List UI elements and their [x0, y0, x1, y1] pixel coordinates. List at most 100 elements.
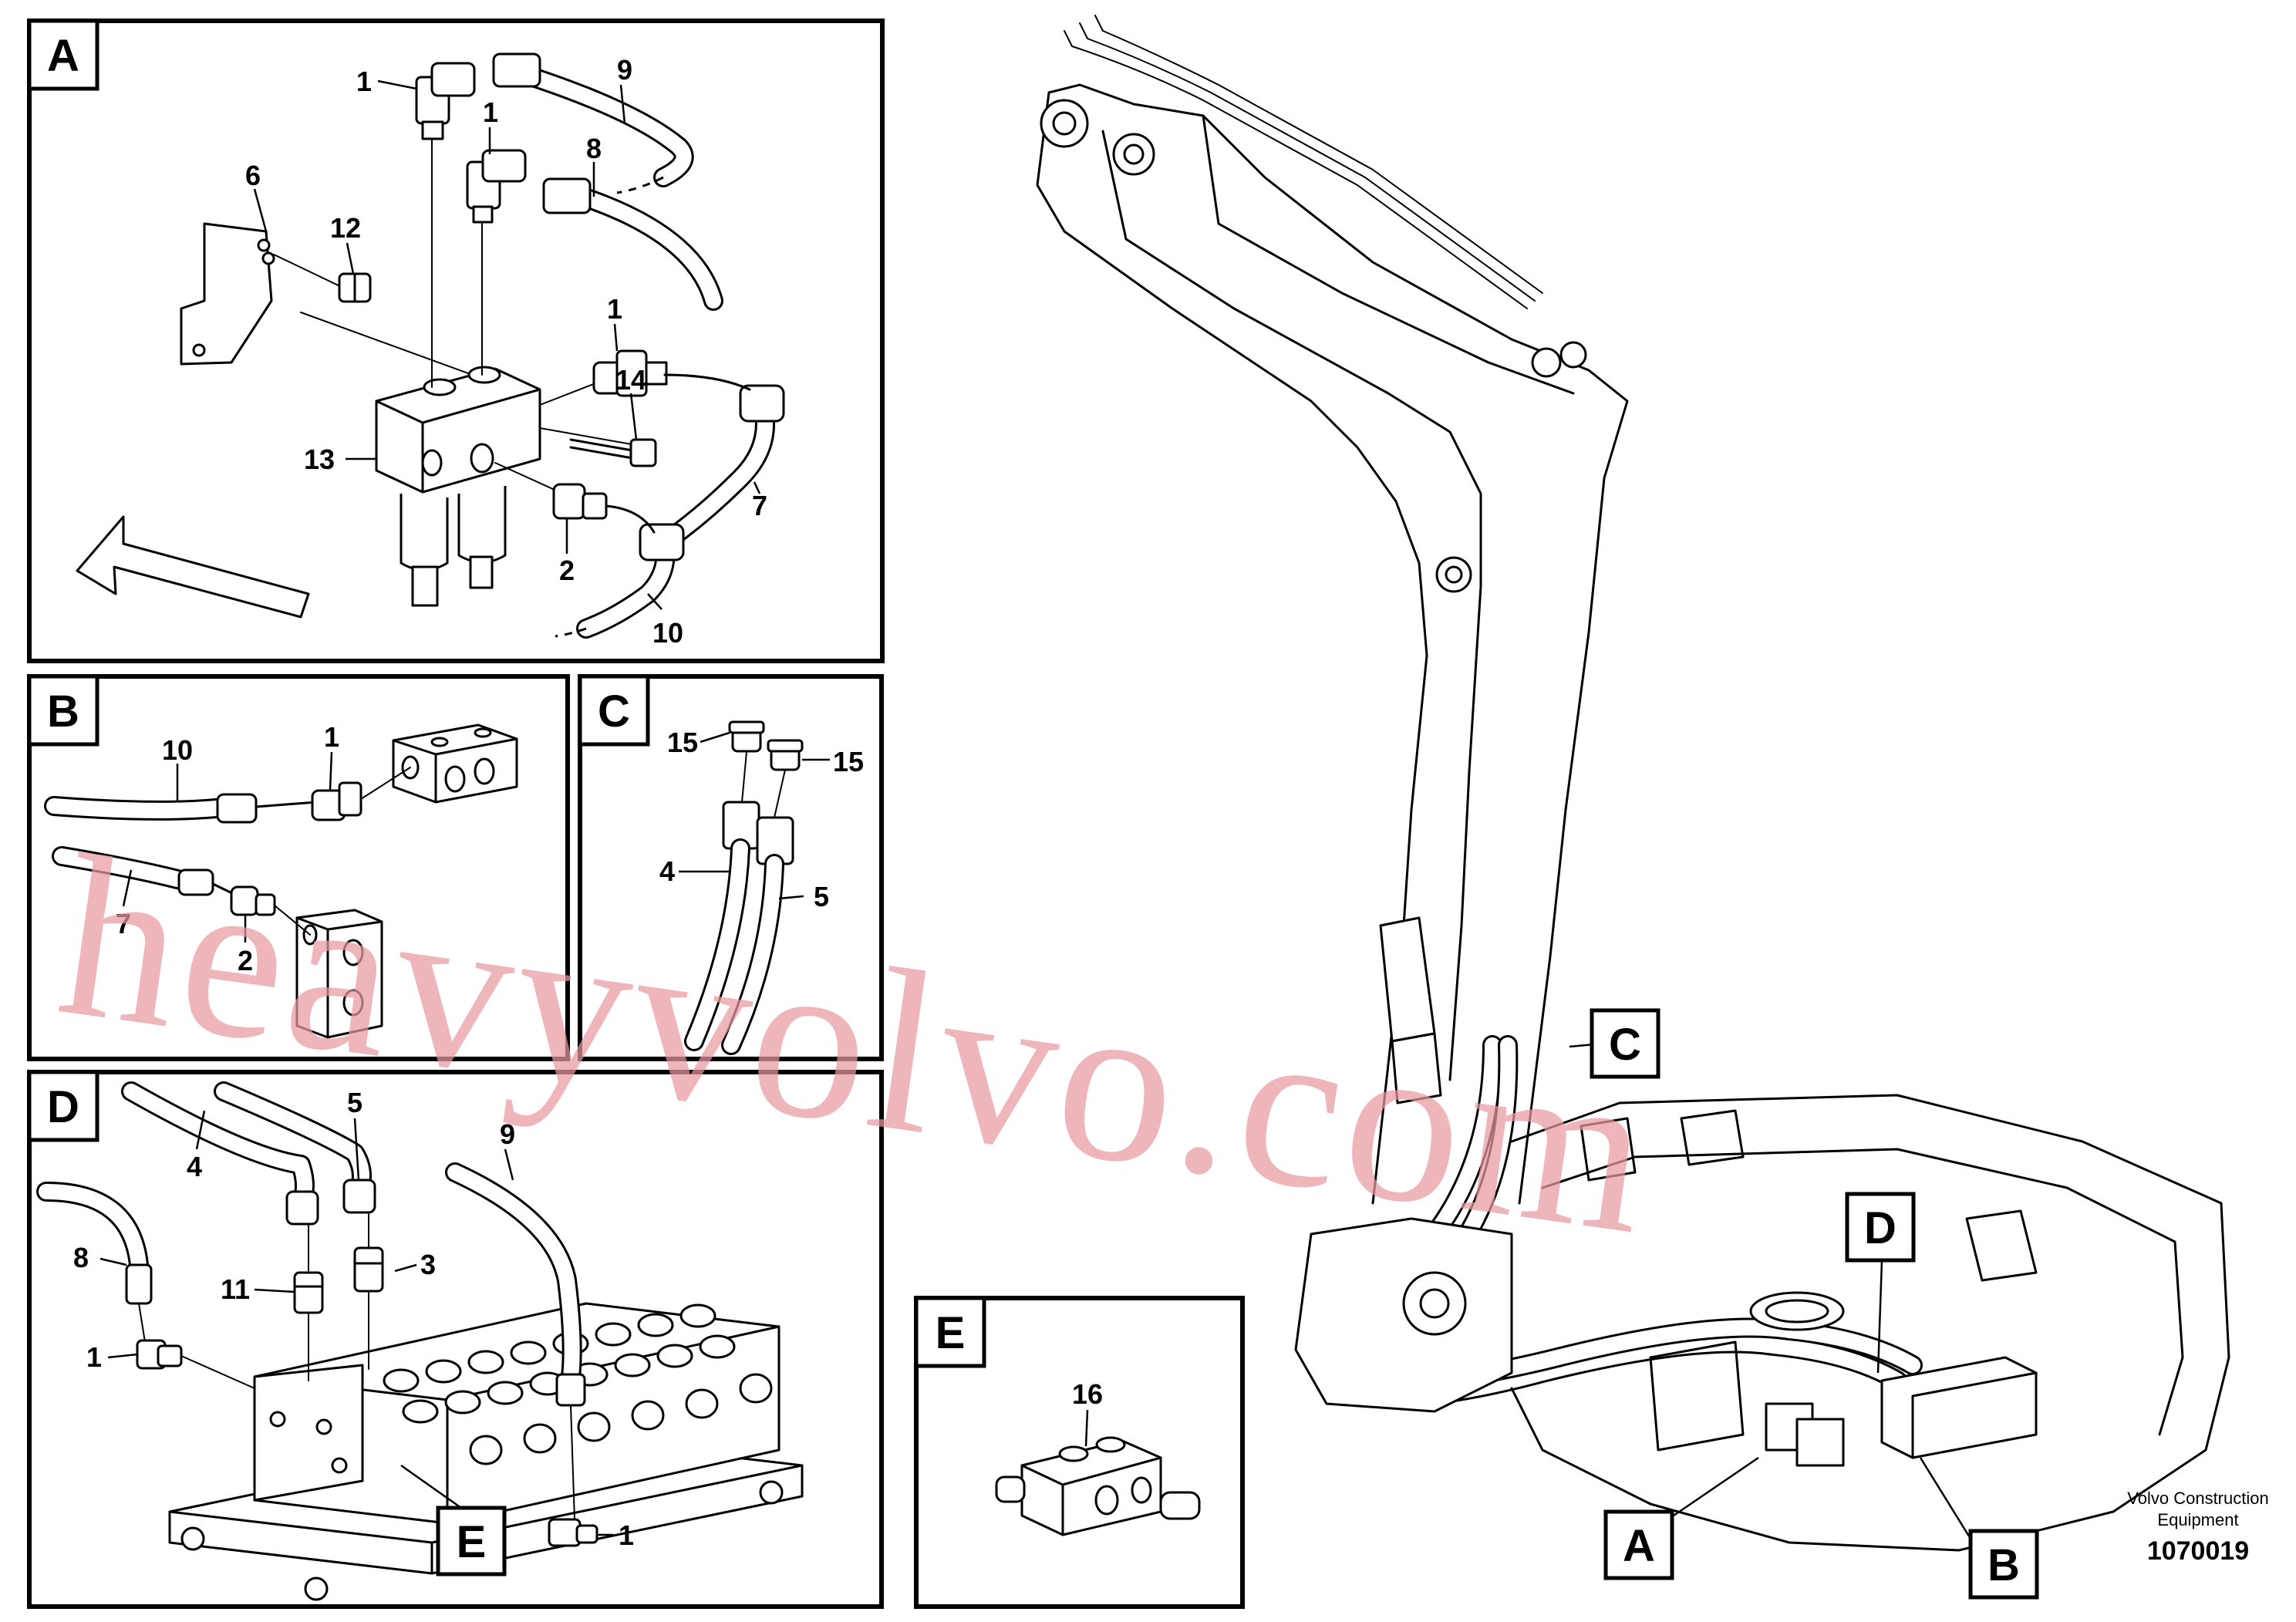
cap-15b: [767, 739, 804, 771]
axis-14: [539, 427, 641, 447]
bracket-hole: [257, 238, 271, 252]
callout-a-letter: A: [1623, 1521, 1655, 1571]
label-part-15: 15: [667, 727, 698, 758]
label-part-5: 5: [347, 1087, 362, 1118]
label-part-11: 11: [221, 1273, 250, 1305]
label-part-2: 2: [238, 945, 253, 976]
label-part-1: 1: [356, 66, 372, 97]
direction-arrow-icon: [76, 515, 310, 619]
boom-hose: [1102, 30, 1543, 294]
label-part-3: 3: [420, 1249, 436, 1280]
bracket-axis: [300, 312, 494, 383]
valve-block-13: [375, 366, 541, 607]
label-part-15: 15: [833, 746, 864, 777]
callout-a-box: [1603, 1509, 1674, 1580]
panel-e-tab: [914, 1296, 986, 1368]
label-part-10: 10: [652, 617, 683, 649]
boom-hose: [1087, 38, 1536, 302]
elbow-fitting-1: [548, 1518, 598, 1547]
label-part-1: 1: [607, 293, 622, 325]
hose-4: [684, 801, 760, 1051]
valve-block-top: [392, 723, 518, 804]
label-part-12: 12: [330, 212, 361, 244]
upper-frame-outline: [1510, 1094, 2230, 1552]
callout-c-box: [1590, 1008, 1660, 1079]
label-part-16: 16: [1072, 1378, 1103, 1410]
valve-block-bottom: [295, 909, 383, 1039]
axis-2: [494, 462, 564, 494]
elbow-fitting-1: [136, 1339, 183, 1370]
hose-7-nut: [739, 384, 785, 423]
brand-line-2: Equipment: [2157, 1510, 2238, 1529]
hose-8: [561, 183, 723, 311]
control-valve-overview: [1880, 1356, 2038, 1459]
bracket-hole: [261, 251, 275, 265]
label-part-9: 9: [617, 54, 632, 86]
elbow-fitting-1b: [466, 149, 527, 224]
panel-a-frame: [27, 19, 885, 663]
panel-b: B: [27, 674, 570, 1061]
panel-d: D: [27, 1070, 884, 1609]
callout-d-letter: D: [1864, 1203, 1896, 1253]
hose-9-continuation: [616, 176, 664, 194]
label-part-7: 7: [116, 908, 131, 939]
label-part-1: 1: [619, 1519, 634, 1551]
hose-5: [721, 816, 794, 1055]
callout-e-letter: E: [457, 1517, 487, 1567]
callout-b-leader: [1919, 1457, 1972, 1539]
hose-5-nut: [342, 1179, 376, 1214]
hose-8-nut: [125, 1263, 153, 1305]
panel-c-frame: [578, 674, 884, 1061]
machine-overview: C D A B: [1036, 15, 2230, 1600]
hose-9-nut: [492, 52, 541, 88]
panel-a-tab: [27, 19, 99, 91]
label-part-2: 2: [559, 555, 575, 586]
panel-b-frame: [27, 674, 570, 1061]
control-valve-assembly: [168, 1302, 804, 1601]
hose-10-link: [605, 504, 656, 534]
panel-c-tab: [578, 674, 650, 747]
label-part-4: 4: [659, 855, 675, 887]
hose-8-nut: [542, 177, 592, 214]
elbow-fitting-1: [311, 781, 362, 821]
panel-e-frame: [914, 1296, 1245, 1609]
callout-d-leader: [1876, 1260, 1883, 1374]
hose-10-link: [255, 801, 318, 808]
callout-b-letter: B: [1988, 1540, 2020, 1590]
panel-a: A: [27, 19, 885, 663]
panel-e-letter: E: [936, 1308, 966, 1358]
hose-7-link: [663, 373, 751, 391]
connector-2: [552, 483, 608, 520]
elbow-fitting-1a: [415, 62, 476, 140]
boom-hose: [1071, 46, 1528, 309]
brand-line-1: Volvo Construction: [2127, 1489, 2268, 1508]
label-part-1: 1: [324, 721, 339, 753]
bolt-12: [338, 272, 372, 303]
cap-15a: [728, 720, 765, 753]
bolt-14: [569, 438, 657, 467]
boom-upper-edge: [1047, 83, 1629, 1205]
label-part-1: 1: [86, 1341, 102, 1373]
footer-brand: Volvo Construction Equipment 1070019: [2127, 1489, 2268, 1566]
label-part-14: 14: [615, 364, 646, 396]
panel-c-letter: C: [598, 686, 630, 737]
callout-b-box: [1968, 1529, 2039, 1600]
panel-a-letter: A: [47, 31, 79, 81]
hose-9-nut: [555, 1373, 586, 1407]
relief-valve-16: [995, 1436, 1201, 1536]
panel-b-letter: B: [47, 686, 79, 737]
hose-10-nut: [639, 523, 685, 561]
boom-foot: [1294, 1217, 1513, 1413]
boom-inner-edge: [1101, 130, 1482, 1081]
callout-a-leader: [1673, 1456, 1759, 1517]
hose-10-nut: [216, 793, 258, 824]
label-part-7: 7: [752, 490, 767, 521]
bracket-hole: [192, 343, 206, 357]
label-part-1: 1: [483, 96, 498, 128]
upper-frame-inner: [1541, 1148, 2184, 1436]
hose-4-nut: [285, 1190, 319, 1226]
hose-7-nut: [177, 868, 214, 896]
label-part-6: 6: [245, 160, 261, 191]
label-part-4: 4: [187, 1151, 202, 1182]
